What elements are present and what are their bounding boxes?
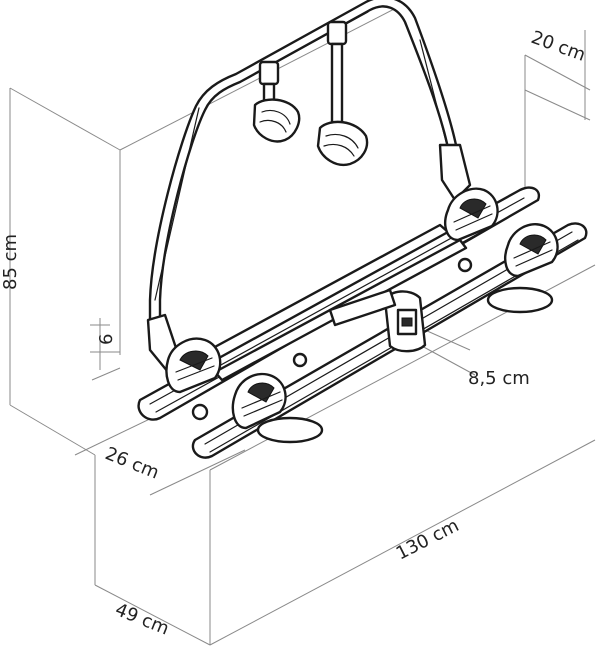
wheel-holder-right-front <box>504 223 559 278</box>
frame-arm <box>148 0 466 327</box>
frame-clamp-left <box>252 60 301 143</box>
bolt-right <box>457 257 473 273</box>
wheel-holder-left-front <box>231 372 287 430</box>
light-left <box>256 416 324 444</box>
bike-carrier <box>137 0 588 459</box>
label-small-offset: 6 <box>96 334 117 345</box>
tow-mount <box>328 288 427 353</box>
bolt-left <box>191 403 209 421</box>
label-depth-top: 20 cm <box>528 27 588 66</box>
label-height: 85 cm <box>0 234 21 290</box>
label-wheel-gap: 8,5 cm <box>468 368 530 389</box>
label-rail-spacing: 26 cm <box>102 443 162 483</box>
frame-clamp-right <box>316 20 369 167</box>
label-base-depth: 49 cm <box>112 599 172 639</box>
light-right <box>486 286 554 314</box>
label-width: 130 cm <box>393 515 463 564</box>
bolt-mid <box>292 352 308 368</box>
wheel-holder-left-back <box>165 337 222 394</box>
wheel-holder-right-back <box>444 187 499 242</box>
